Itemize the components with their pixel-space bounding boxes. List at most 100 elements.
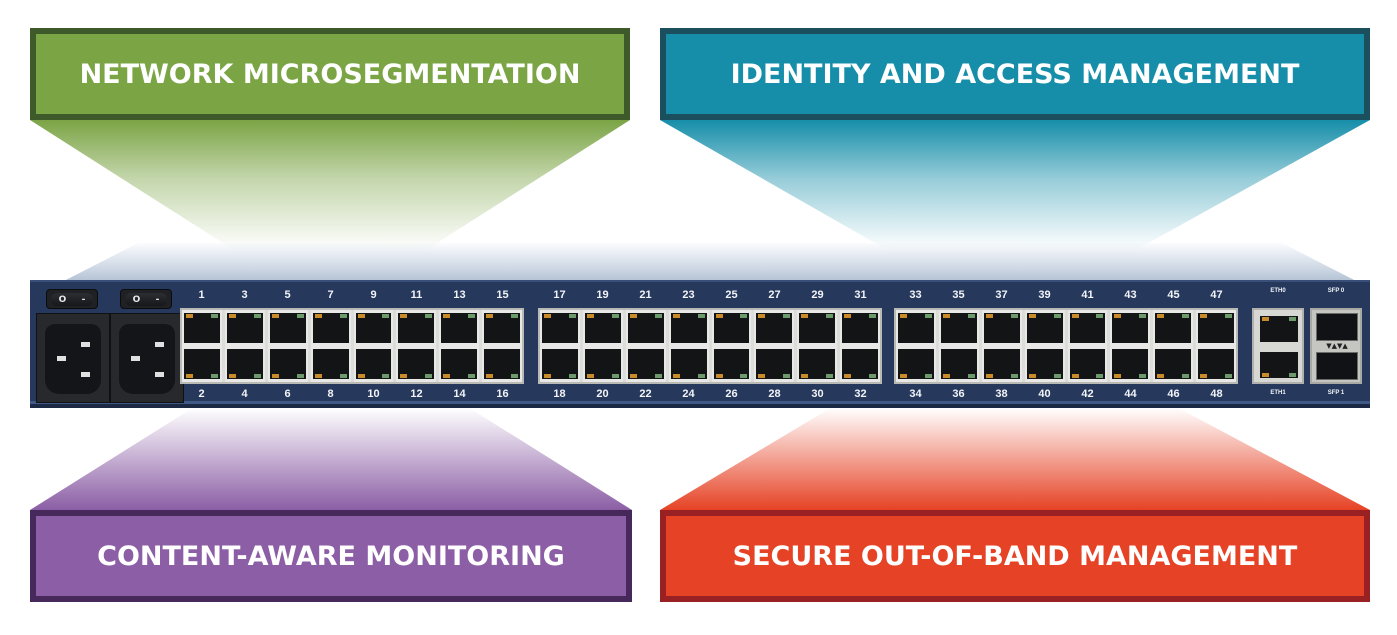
rj45-port-19[interactable]	[584, 313, 621, 343]
callout-network-microsegmentation: NETWORK MICROSEGMENTATION	[30, 28, 630, 120]
power-switch-1[interactable]: O-	[46, 289, 98, 309]
power-supply-2: O-	[110, 285, 184, 403]
port-number-label: 6	[284, 388, 291, 400]
rj45-port-8[interactable]	[312, 349, 349, 379]
rj45-port-38[interactable]	[983, 349, 1020, 379]
eth1-port[interactable]	[1260, 352, 1298, 378]
callout-label: CONTENT-AWARE MONITORING	[97, 540, 565, 572]
rj45-port-42[interactable]	[1069, 349, 1106, 379]
port-number-label: 13	[453, 289, 466, 301]
rj45-port-23[interactable]	[670, 313, 707, 343]
sfp0-port[interactable]	[1316, 313, 1358, 341]
port-number-label: 37	[995, 289, 1008, 301]
callout-label: NETWORK MICROSEGMENTATION	[79, 58, 581, 90]
rj45-port-28[interactable]	[756, 349, 793, 379]
rj45-port-18[interactable]	[542, 349, 578, 379]
rj45-port-7[interactable]	[312, 313, 349, 343]
rj45-port-16[interactable]	[484, 349, 520, 379]
rj45-port-33[interactable]	[898, 313, 934, 343]
port-number-label: 44	[1124, 388, 1137, 400]
port-number-label: 26	[725, 388, 738, 400]
rj45-port-40[interactable]	[1026, 349, 1063, 379]
port-number-label: 28	[768, 388, 781, 400]
rj45-port-1[interactable]	[184, 313, 220, 343]
rj45-port-46[interactable]	[1155, 349, 1192, 379]
port-number-label: 17	[553, 289, 566, 301]
rj45-port-20[interactable]	[584, 349, 621, 379]
sfp1-port[interactable]	[1316, 352, 1358, 380]
rj45-port-30[interactable]	[799, 349, 836, 379]
port-number-label: 38	[995, 388, 1008, 400]
port-number-label: 42	[1081, 388, 1094, 400]
rj45-port-24[interactable]	[670, 349, 707, 379]
rj45-port-11[interactable]	[398, 313, 435, 343]
port-number-label: 10	[367, 388, 380, 400]
rj45-port-21[interactable]	[627, 313, 664, 343]
rj45-port-43[interactable]	[1112, 313, 1149, 343]
port-number-label: 14	[453, 388, 466, 400]
rj45-port-25[interactable]	[713, 313, 750, 343]
switch-off-symbol: O	[58, 294, 67, 305]
rj45-port-13[interactable]	[441, 313, 478, 343]
port-number-label: 40	[1038, 388, 1051, 400]
port-column	[311, 310, 354, 382]
rj45-port-39[interactable]	[1026, 313, 1063, 343]
rj45-port-45[interactable]	[1155, 313, 1192, 343]
port-column	[354, 310, 397, 382]
rj45-port-27[interactable]	[756, 313, 793, 343]
switch-on-symbol: -	[155, 294, 160, 305]
callout-identity-access-management: IDENTITY AND ACCESS MANAGEMENT	[660, 28, 1370, 120]
rj45-port-29[interactable]	[799, 313, 836, 343]
rj45-port-15[interactable]	[484, 313, 520, 343]
port-number-label: 8	[327, 388, 334, 400]
port-column	[669, 310, 712, 382]
rj45-port-12[interactable]	[398, 349, 435, 379]
eth1-label: ETH1	[1270, 390, 1286, 396]
device-top-surface	[60, 243, 1360, 283]
rj45-port-9[interactable]	[355, 313, 392, 343]
rj45-port-48[interactable]	[1198, 349, 1234, 379]
callout-label: IDENTITY AND ACCESS MANAGEMENT	[730, 58, 1300, 90]
port-column	[182, 310, 225, 382]
rj45-port-32[interactable]	[842, 349, 878, 379]
rj45-port-44[interactable]	[1112, 349, 1149, 379]
port-column	[1196, 310, 1236, 382]
port-column	[1068, 310, 1111, 382]
port-column	[754, 310, 798, 382]
port-number-label: 36	[952, 388, 965, 400]
beam-identity-access-management	[660, 120, 1370, 250]
rj45-port-6[interactable]	[269, 349, 306, 379]
rj45-port-17[interactable]	[542, 313, 578, 343]
rj45-port-37[interactable]	[983, 313, 1020, 343]
port-column	[896, 310, 939, 382]
rj45-port-5[interactable]	[269, 313, 306, 343]
rj45-port-26[interactable]	[713, 349, 750, 379]
power-switch-2[interactable]: O-	[120, 289, 172, 309]
rj45-port-2[interactable]	[184, 349, 220, 379]
rj45-port-10[interactable]	[355, 349, 392, 379]
port-number-label: 31	[854, 289, 867, 301]
rj45-port-36[interactable]	[940, 349, 977, 379]
rj45-port-41[interactable]	[1069, 313, 1106, 343]
rj45-port-35[interactable]	[940, 313, 977, 343]
port-column	[939, 310, 982, 382]
rj45-port-4[interactable]	[226, 349, 263, 379]
sfp0-label: SFP 0	[1327, 288, 1345, 294]
rj45-port-34[interactable]	[898, 349, 934, 379]
rj45-port-bank-3	[894, 308, 1238, 384]
eth0-port[interactable]	[1260, 316, 1298, 342]
port-number-label: 21	[639, 289, 652, 301]
port-number-label: 39	[1038, 289, 1051, 301]
rj45-port-31[interactable]	[842, 313, 878, 343]
port-number-label: 23	[682, 289, 695, 301]
callout-secure-out-of-band-management: SECURE OUT-OF-BAND MANAGEMENT	[660, 510, 1370, 602]
port-column	[583, 310, 626, 382]
beam-content-aware-monitoring	[30, 408, 632, 510]
port-column	[1153, 310, 1197, 382]
port-column	[268, 310, 311, 382]
rj45-port-47[interactable]	[1198, 313, 1234, 343]
rj45-port-14[interactable]	[441, 349, 478, 379]
sfp-direction-arrows-icon: ▼▲▼▲	[1326, 342, 1348, 350]
rj45-port-22[interactable]	[627, 349, 664, 379]
rj45-port-3[interactable]	[226, 313, 263, 343]
